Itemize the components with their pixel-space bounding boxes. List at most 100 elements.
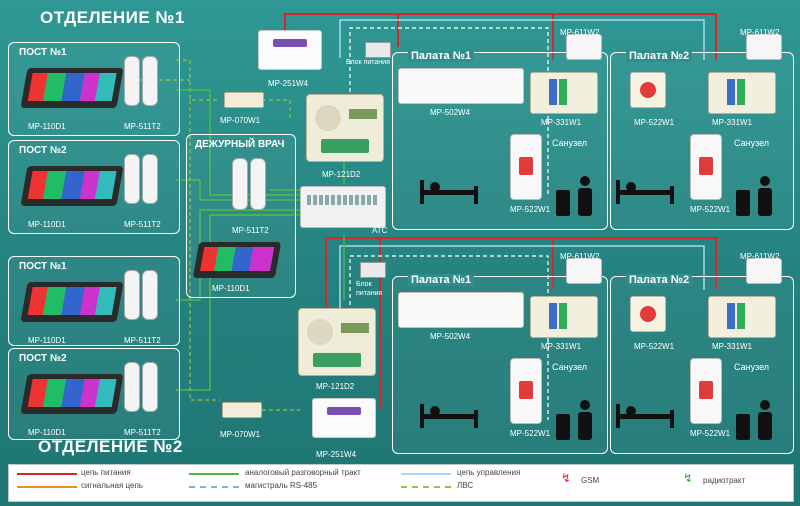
bath-call-panel <box>690 134 722 200</box>
power-block-label: Блок питания <box>356 281 383 297</box>
lamp-label: MP-611W2 <box>740 28 780 37</box>
station-device <box>298 308 376 376</box>
console-label: MP-110D1 <box>28 428 66 437</box>
legend-signal: сигнальная цепь <box>81 481 143 490</box>
ward-title: Палата №2 <box>626 274 693 286</box>
console-device <box>20 166 124 206</box>
lamp-label: MP-611W2 <box>740 252 780 261</box>
console-device <box>192 242 282 278</box>
gsm-icon: ↯ <box>561 471 572 485</box>
legend-gsm: GSM <box>581 476 600 485</box>
handset-label: MP-511T2 <box>124 220 161 229</box>
station-device <box>306 94 384 162</box>
post-title: ПОСТ №1 <box>19 261 67 272</box>
bath-call-panel <box>510 134 542 200</box>
bath-label: Санузел <box>734 362 770 372</box>
bath-call-panel <box>690 358 722 424</box>
call-panel <box>630 296 666 332</box>
post-title: ПОСТ №1 <box>19 47 67 58</box>
legend-analog: аналоговый разговорный тракт <box>245 468 361 477</box>
bath-label: Санузел <box>552 362 588 372</box>
bedhead-label: MP-502W4 <box>430 332 471 341</box>
power-block-label: Блок питания <box>346 59 390 66</box>
call-label: MP-522W1 <box>510 205 551 214</box>
handset-label: MP-511T2 <box>124 428 161 437</box>
power-block <box>360 262 386 278</box>
router-device <box>224 92 264 108</box>
bath-call-panel <box>510 358 542 424</box>
panel-label: MP-251W4 <box>316 450 357 459</box>
dept2-title: ОТДЕЛЕНИЕ №2 <box>38 437 183 456</box>
router-label: MP-070W1 <box>220 116 261 125</box>
console-label: MP-110D1 <box>28 122 66 131</box>
handset-label: MP-511T2 <box>124 336 161 345</box>
call-label: MP-522W1 <box>690 205 731 214</box>
handset-device <box>124 56 160 106</box>
legend-radio: радиотракт <box>703 476 746 485</box>
console-device <box>20 282 124 322</box>
toilet-person-icon <box>736 400 780 442</box>
legend-control: цепь управления <box>457 468 521 477</box>
bedhead-unit <box>398 68 524 104</box>
power-block <box>365 42 391 58</box>
router-device <box>222 402 262 418</box>
wall-unit <box>530 72 598 114</box>
wall-label: MP-331W1 <box>712 342 753 351</box>
ward-title: Палата №2 <box>626 50 693 62</box>
post-title: ПОСТ №2 <box>19 353 67 364</box>
patient-bed-icon <box>616 400 676 430</box>
patient-bed-icon <box>420 176 480 206</box>
panel-device <box>258 30 322 70</box>
handset-label: MP-511T2 <box>232 226 269 235</box>
ats-device <box>300 186 386 228</box>
duty-title: ДЕЖУРНЫЙ ВРАЧ <box>195 139 285 150</box>
call-label: MP-522W1 <box>690 429 731 438</box>
toilet-person-icon <box>736 176 780 218</box>
console-label: MP-110D1 <box>28 220 66 229</box>
console-device <box>20 374 124 414</box>
console-label: MP-110D1 <box>28 336 66 345</box>
legend-power: цепь питания <box>81 468 131 477</box>
station-label: MP-121D2 <box>322 170 361 179</box>
bath-label: Санузел <box>734 138 770 148</box>
corridor-lamp <box>566 258 602 284</box>
handset-device <box>124 270 160 320</box>
ward-title: Палата №1 <box>408 274 475 286</box>
wall-label: MP-331W1 <box>541 342 582 351</box>
call-label: MP-522W1 <box>634 342 675 351</box>
toilet-person-icon <box>556 400 600 442</box>
bedhead-label: MP-502W4 <box>430 108 471 117</box>
panel-device <box>312 398 376 438</box>
panel-label: MP-251W4 <box>268 79 309 88</box>
patient-bed-icon <box>420 400 480 430</box>
handset-label: MP-511T2 <box>124 122 161 131</box>
legend: цепь питания сигнальная цепь аналоговый … <box>8 464 794 502</box>
console-device <box>20 68 124 108</box>
lamp-label: MP-611W2 <box>560 252 600 261</box>
patient-bed-icon <box>616 176 676 206</box>
handset-device <box>232 158 268 222</box>
wall-unit <box>530 296 598 338</box>
lamp-label: MP-611W2 <box>560 28 600 37</box>
bath-label: Санузел <box>552 138 588 148</box>
legend-lan: ЛВС <box>457 481 474 490</box>
call-label: MP-522W1 <box>634 118 675 127</box>
ats-label: АТС <box>372 226 388 235</box>
corridor-lamp <box>566 34 602 60</box>
console-label: MP-110D1 <box>212 284 250 293</box>
bedhead-unit <box>398 292 524 328</box>
toilet-person-icon <box>556 176 600 218</box>
corridor-lamp <box>746 34 782 60</box>
wall-label: MP-331W1 <box>541 118 582 127</box>
handset-device <box>124 154 160 204</box>
wall-unit <box>708 296 776 338</box>
call-panel <box>630 72 666 108</box>
ward-title: Палата №1 <box>408 50 475 62</box>
call-label: MP-522W1 <box>510 429 551 438</box>
post-title: ПОСТ №2 <box>19 145 67 156</box>
station-label: MP-121D2 <box>316 382 355 391</box>
corridor-lamp <box>746 258 782 284</box>
wall-unit <box>708 72 776 114</box>
radio-icon: ↯ <box>683 471 694 485</box>
